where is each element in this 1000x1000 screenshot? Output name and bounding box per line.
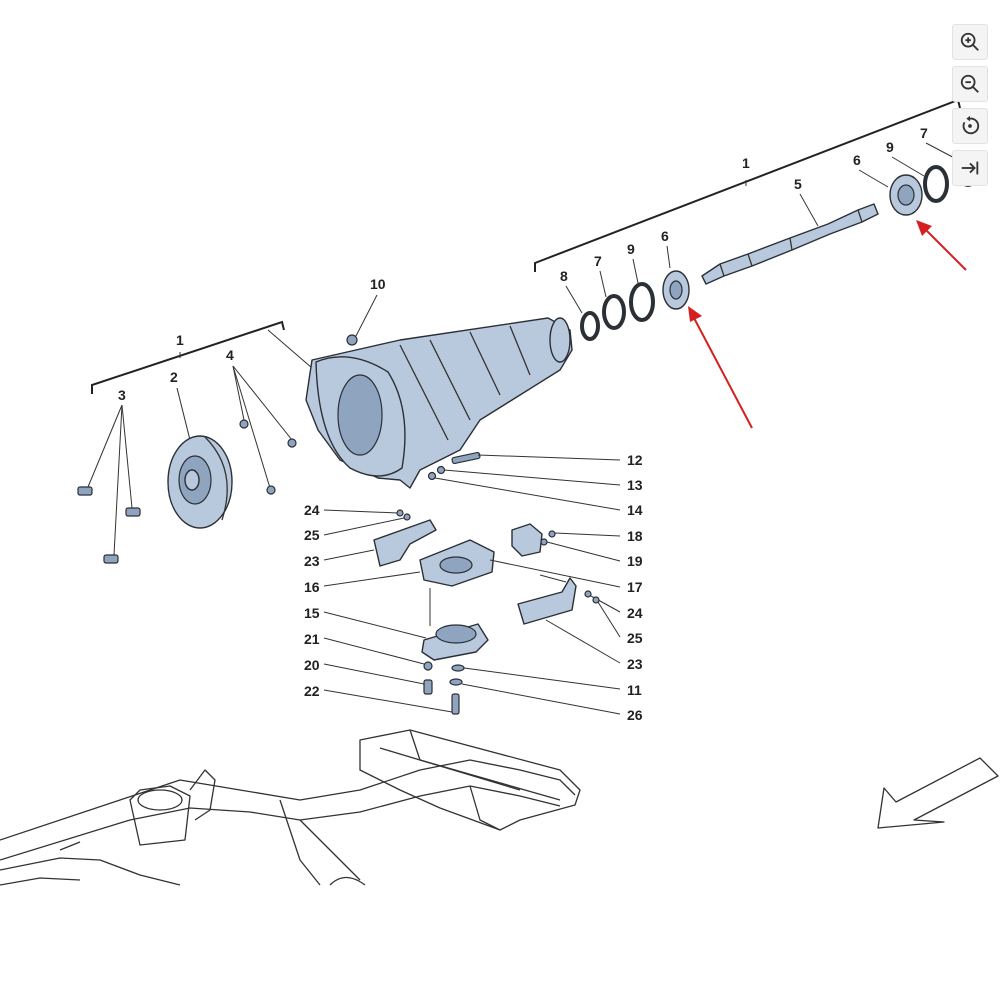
svg-text:23: 23 <box>304 553 320 569</box>
highlight-arrow-right <box>916 220 967 271</box>
svg-text:13: 13 <box>627 477 643 493</box>
svg-text:21: 21 <box>304 631 320 647</box>
svg-text:16: 16 <box>304 579 320 595</box>
chassis-frame <box>0 729 581 886</box>
svg-text:11: 11 <box>627 682 642 698</box>
direction-arrow <box>877 757 999 829</box>
svg-text:3: 3 <box>118 387 126 403</box>
svg-text:5: 5 <box>794 176 802 192</box>
svg-text:22: 22 <box>304 683 320 699</box>
svg-text:7: 7 <box>594 253 602 269</box>
svg-text:24: 24 <box>304 502 320 518</box>
svg-text:4: 4 <box>226 347 234 363</box>
rotate-icon <box>962 115 980 135</box>
zoom-out-icon <box>960 74 979 93</box>
svg-text:15: 15 <box>304 605 320 621</box>
svg-text:14: 14 <box>627 502 643 518</box>
mount-assembly: 24 25 23 16 18 19 17 24 25 23 <box>304 502 643 723</box>
next-button[interactable] <box>952 150 988 186</box>
callout-1-left: 1 <box>176 332 184 348</box>
svg-text:7: 7 <box>920 125 928 141</box>
bolts-3: 3 <box>77 387 141 564</box>
svg-text:8: 8 <box>560 268 568 284</box>
svg-text:12: 12 <box>627 452 643 468</box>
flange-2: 2 <box>167 369 233 529</box>
svg-text:6: 6 <box>661 228 669 244</box>
svg-text:24: 24 <box>627 605 643 621</box>
zoom-out-button[interactable] <box>952 66 988 102</box>
svg-text:9: 9 <box>886 139 894 155</box>
zoom-in-button[interactable] <box>952 24 988 60</box>
viewer-toolbar <box>952 24 992 186</box>
group-bracket-left <box>91 320 285 394</box>
svg-text:17: 17 <box>627 579 643 595</box>
arrow-right-bar-icon <box>961 161 979 175</box>
svg-text:20: 20 <box>304 657 320 673</box>
svg-text:19: 19 <box>627 553 643 569</box>
rotate-button[interactable] <box>952 108 988 144</box>
highlight-arrow-left <box>688 306 753 429</box>
svg-text:18: 18 <box>627 528 643 544</box>
shaft-5: 5 <box>701 176 879 285</box>
svg-text:10: 10 <box>370 276 386 292</box>
svg-text:6: 6 <box>853 152 861 168</box>
bolt-12-washers: 12 13 14 <box>427 451 643 518</box>
shaft-seals-left: 8 7 9 6 <box>560 228 690 341</box>
svg-text:26: 26 <box>627 707 643 723</box>
zoom-in-icon <box>960 32 979 51</box>
svg-text:2: 2 <box>170 369 178 385</box>
transmission-housing: 10 <box>305 276 573 489</box>
svg-text:25: 25 <box>627 630 643 646</box>
svg-text:23: 23 <box>627 656 643 672</box>
callout-1-right: 1 <box>742 155 750 171</box>
nuts-4: 4 <box>226 347 297 495</box>
svg-text:9: 9 <box>627 241 635 257</box>
svg-text:25: 25 <box>304 527 320 543</box>
